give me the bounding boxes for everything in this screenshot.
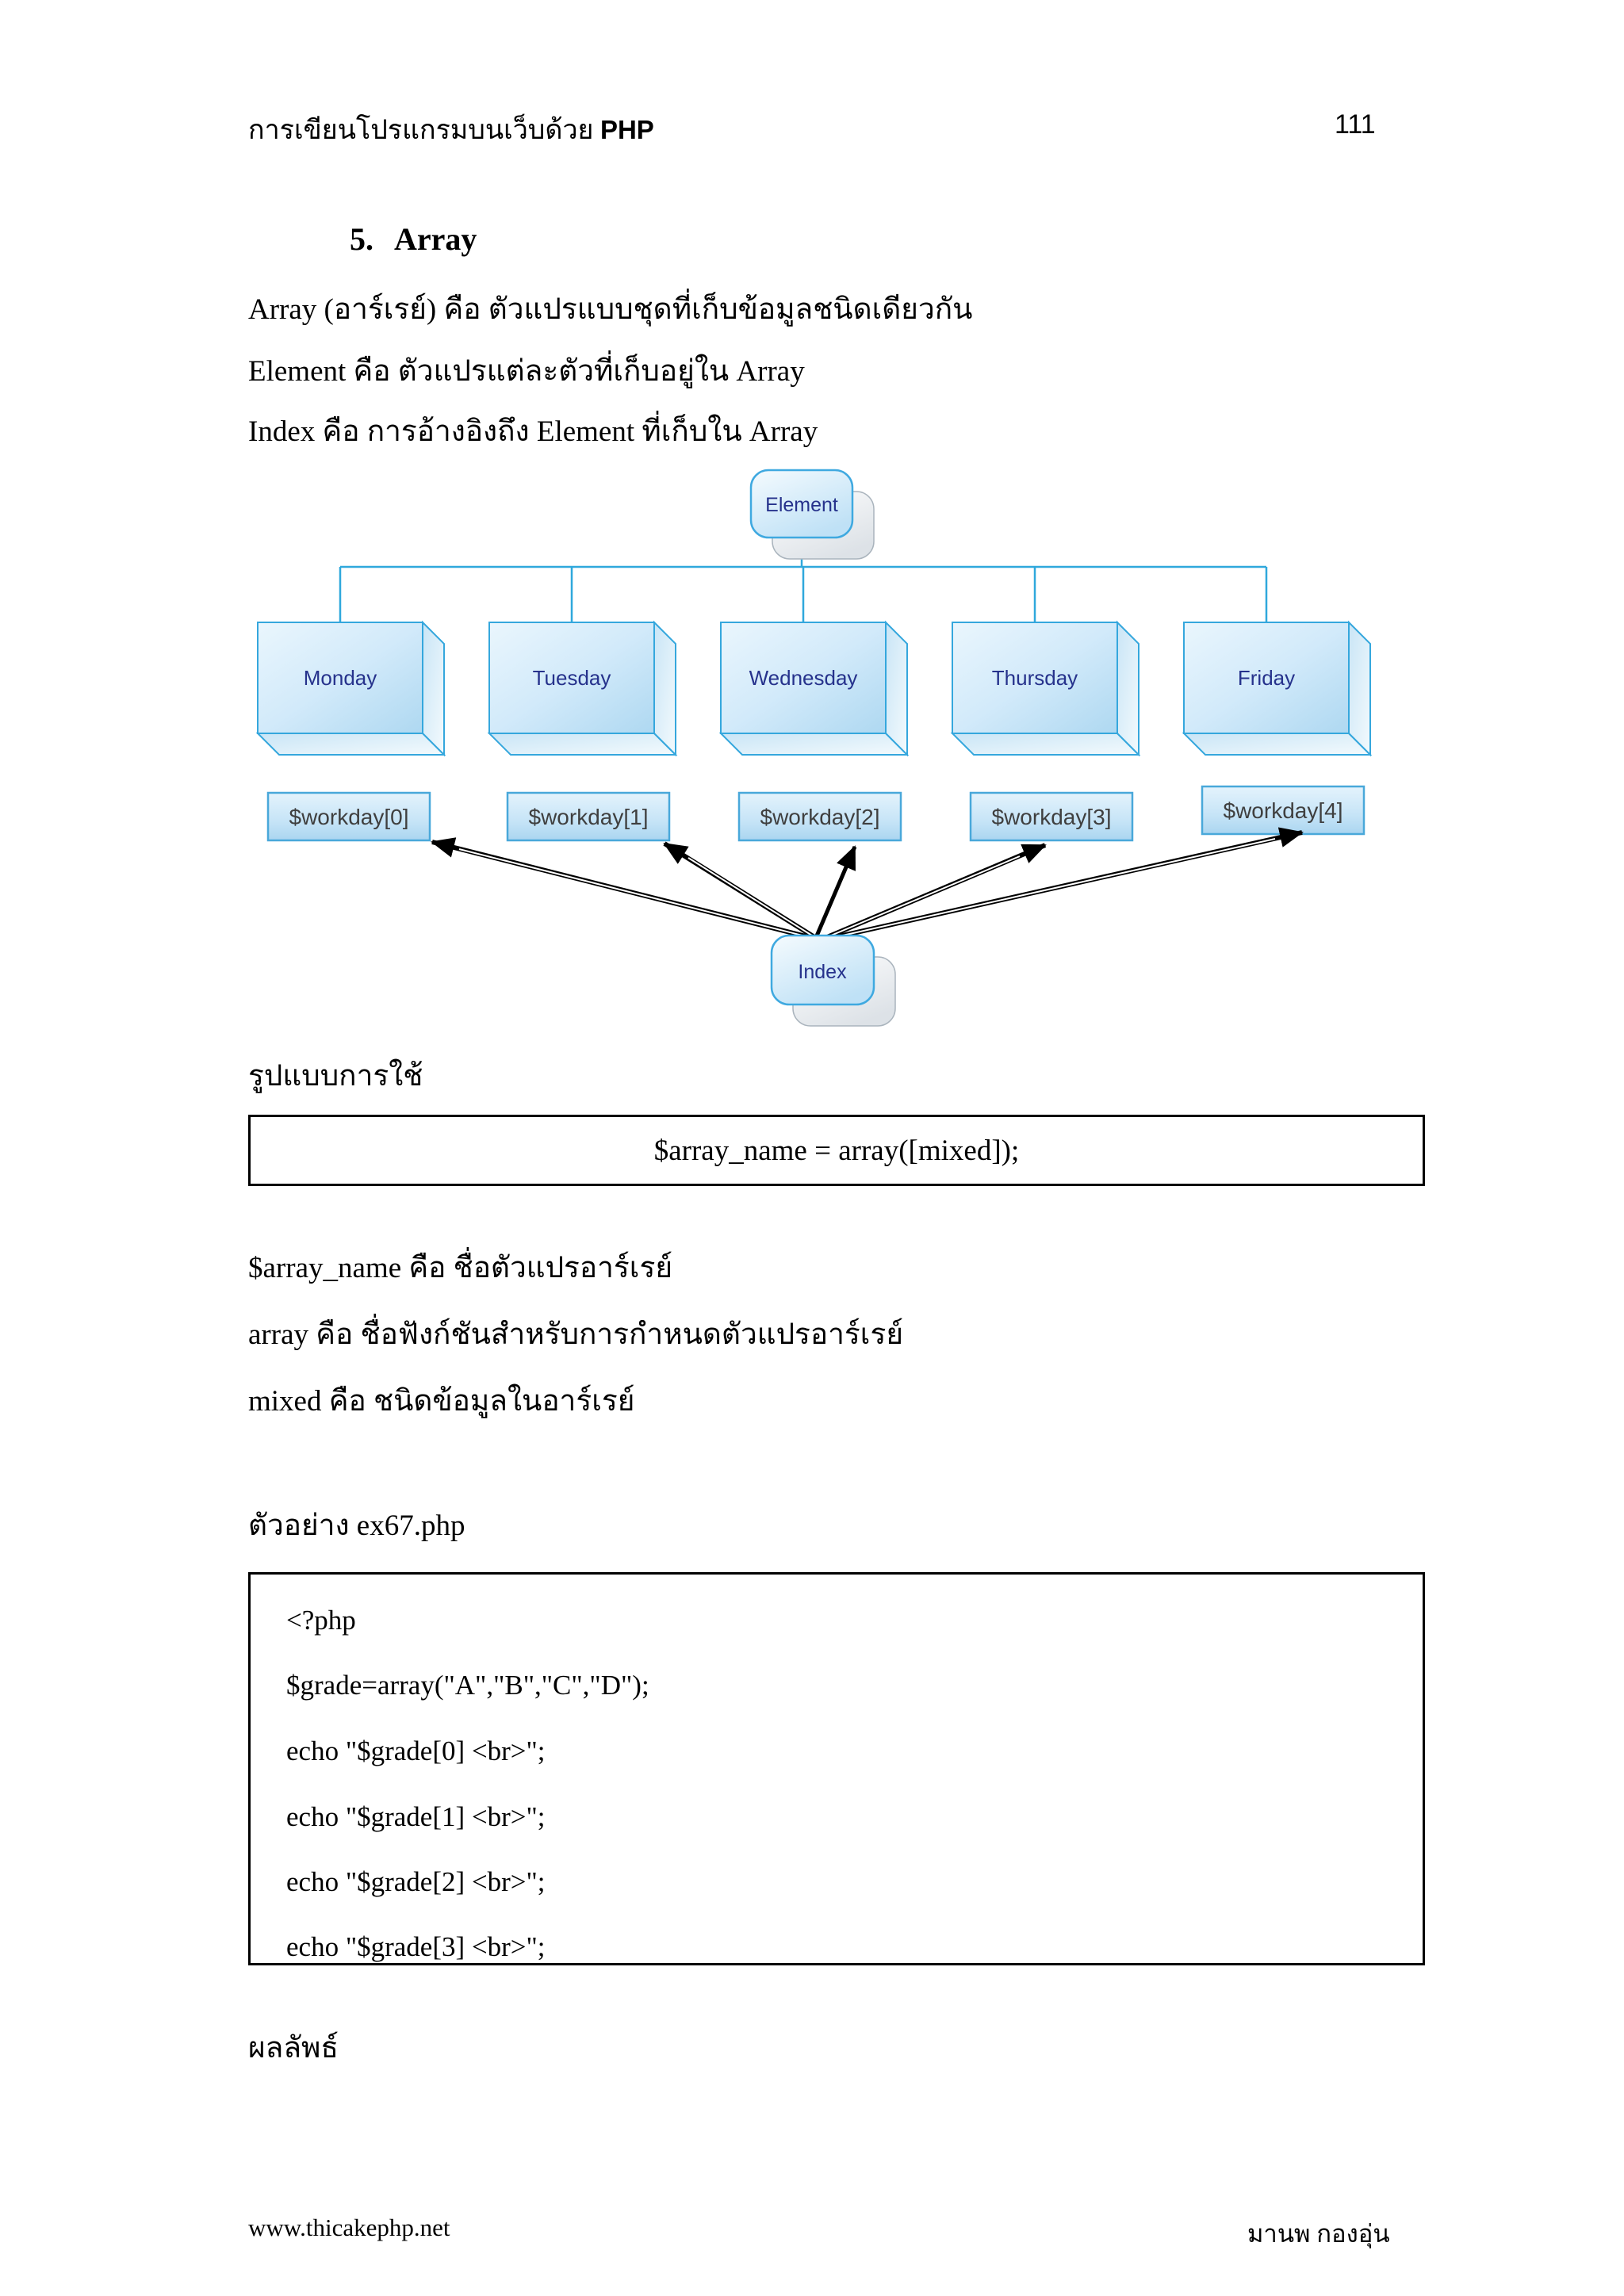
usage-heading: รูปแบบการใช้ xyxy=(248,1060,423,1093)
header-title-thai: การเขียนโปรแกรมบนเว็บด้วย xyxy=(248,116,594,145)
workday-box-4: $workday[4] xyxy=(1201,785,1365,836)
day-box-friday: Friday xyxy=(1182,620,1373,757)
syntax-text: $array_name = array([mixed]); xyxy=(653,1134,1020,1167)
code-line-4: echo "$grade[1] <br>"; xyxy=(286,1801,546,1832)
running-header: การเขียนโปรแกรมบนเว็บด้วย PHP xyxy=(248,108,654,151)
result-heading: ผลลัพธ์ xyxy=(248,2032,339,2064)
intro-line-2: Element คือ ตัวแปรแต่ละตัวที่เก็บอยู่ใน … xyxy=(248,355,805,388)
day-label-thursday: Thursday xyxy=(992,666,1078,690)
workday-box-0: $workday[0] xyxy=(266,791,431,842)
code-line-6: echo "$grade[3] <br>"; xyxy=(286,1931,546,1962)
section-number: 5. xyxy=(350,221,373,257)
page-number: 111 xyxy=(1335,109,1376,140)
day-label-wednesday: Wednesday xyxy=(749,666,858,690)
element-node xyxy=(749,469,854,539)
workday-label-4: $workday[4] xyxy=(1224,798,1343,823)
index-node-label: Index xyxy=(798,961,847,983)
intro-line-1: Array (อาร์เรย์) คือ ตัวแปรแบบชุดที่เก็บ… xyxy=(248,293,973,326)
day-label-tuesday: Tuesday xyxy=(533,666,611,690)
code-line-3: echo "$grade[0] <br>"; xyxy=(286,1735,546,1766)
code-line-1: <?php xyxy=(286,1605,356,1636)
workday-label-0: $workday[0] xyxy=(289,805,409,829)
workday-label-2: $workday[2] xyxy=(760,805,880,829)
day-label-friday: Friday xyxy=(1238,666,1295,690)
workday-box-1: $workday[1] xyxy=(506,791,671,842)
intro-line-3: Index คือ การอ้างอิงถึง Element ที่เก็บใ… xyxy=(248,415,818,448)
day-box-tuesday: Tuesday xyxy=(487,620,678,757)
day-box-wednesday: Wednesday xyxy=(718,620,910,757)
definition-line-3: mixed คือ ชนิดข้อมูลในอาร์เรย์ xyxy=(248,1385,635,1418)
syntax-box: $array_name = array([mixed]); xyxy=(248,1115,1425,1186)
section-title: Array xyxy=(394,221,477,257)
workday-label-3: $workday[3] xyxy=(992,805,1112,829)
footer-author: มานพ กองอุ่น xyxy=(1247,2220,1390,2248)
index-node xyxy=(770,934,875,1006)
element-node-label: Element xyxy=(765,494,838,516)
definition-line-1: $array_name คือ ชื่อตัวแปรอาร์เรย์ xyxy=(248,1252,673,1284)
footer-site: www.thicakephp.net xyxy=(248,2214,450,2241)
day-box-monday: Monday xyxy=(255,620,446,757)
workday-label-1: $workday[1] xyxy=(529,805,649,829)
index-arrows xyxy=(431,827,1304,942)
example-heading: ตัวอย่าง ex67.php xyxy=(248,1510,465,1542)
day-box-thursday: Thursday xyxy=(950,620,1141,757)
workday-box-2: $workday[2] xyxy=(737,791,902,842)
definition-line-2: array คือ ชื่อฟังก์ชันสำหรับการกำหนดตัวแ… xyxy=(248,1318,903,1351)
code-line-2: $grade=array("A","B","C","D"); xyxy=(286,1670,649,1701)
code-line-5: echo "$grade[2] <br>"; xyxy=(286,1866,546,1897)
workday-box-3: $workday[3] xyxy=(969,791,1134,842)
day-label-monday: Monday xyxy=(304,666,377,690)
array-structure-diagram: Element Monday Tuesday Wednesday Thursda… xyxy=(255,469,1373,1027)
code-box: <?php $grade=array("A","B","C","D"); ech… xyxy=(248,1572,1425,1965)
connector-lines xyxy=(339,538,1268,622)
section-heading: 5. Array xyxy=(350,220,477,258)
header-title-php: PHP xyxy=(599,115,654,144)
